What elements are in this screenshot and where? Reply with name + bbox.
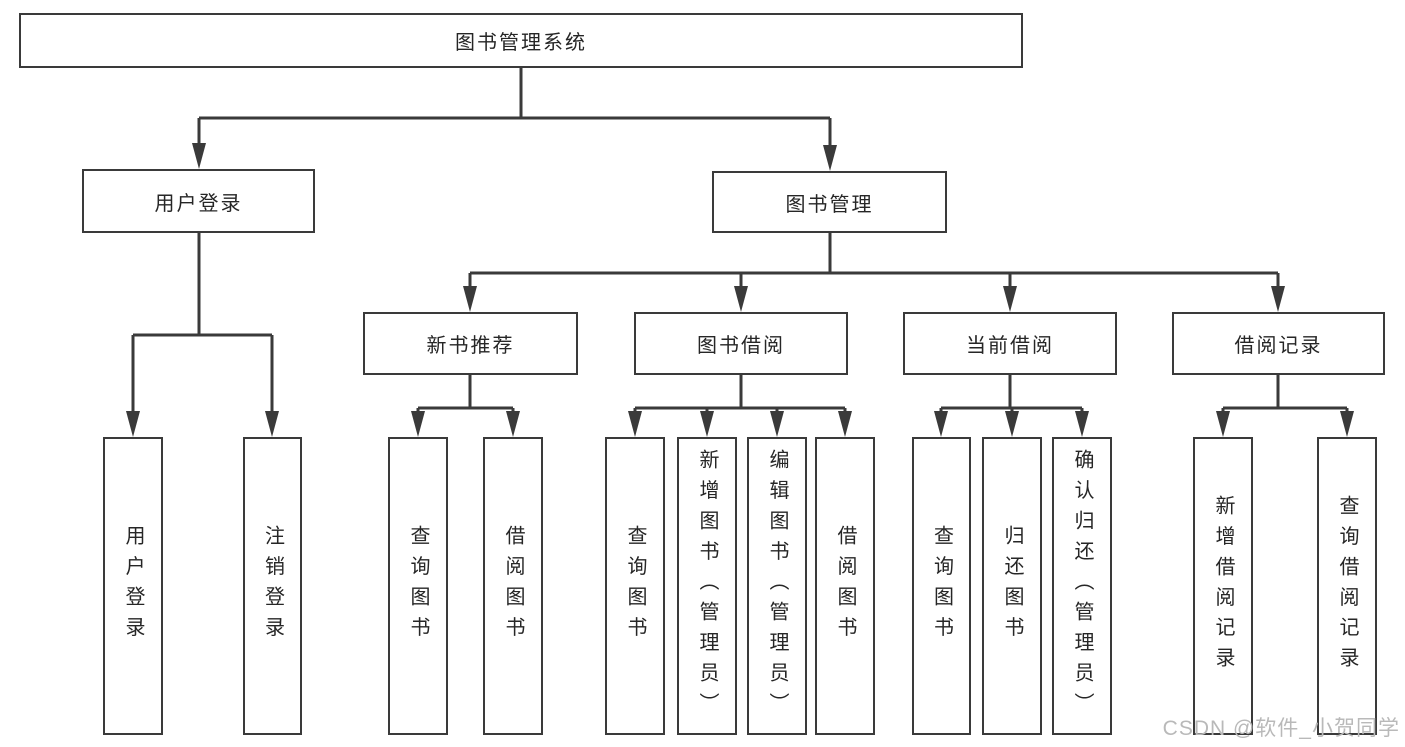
- node-user-login: 用户登录: [82, 169, 315, 233]
- leaf-query-books-2-label: 查询图书: [624, 525, 646, 647]
- node-new-book-recommend: 新书推荐: [363, 312, 578, 375]
- arrowhead: [734, 286, 748, 312]
- arrowhead: [934, 411, 948, 437]
- arrowhead: [838, 411, 852, 437]
- node-book-borrow-label: 图书借阅: [697, 335, 785, 357]
- leaf-query-borrow-record: 查询借阅记录: [1317, 437, 1377, 735]
- arrowhead: [1075, 411, 1089, 437]
- leaf-confirm-return-admin: 确认归还（管理员）: [1052, 437, 1112, 735]
- leaf-return-books-label: 归还图书: [1001, 525, 1023, 647]
- node-borrow-records-label: 借阅记录: [1234, 335, 1323, 357]
- leaf-query-books-3-label: 查询图书: [930, 525, 953, 647]
- leaf-query-books-3: 查询图书: [912, 437, 971, 735]
- leaf-edit-books-admin-label: 编辑图书（管理员）: [766, 449, 788, 723]
- arrowhead: [411, 411, 425, 437]
- arrowhead: [1271, 286, 1285, 312]
- arrowhead: [823, 145, 837, 171]
- leaf-borrow-books-1-label: 借阅图书: [502, 525, 524, 647]
- leaf-add-books-admin: 新增图书（管理员）: [677, 437, 737, 735]
- leaf-return-books: 归还图书: [982, 437, 1042, 735]
- node-current-borrow-label: 当前借阅: [966, 335, 1054, 357]
- node-book-borrow: 图书借阅: [634, 312, 848, 375]
- node-root: 图书管理系统: [19, 13, 1023, 68]
- leaf-logout-label: 注销登录: [261, 525, 284, 647]
- leaf-user-login: 用户登录: [103, 437, 163, 735]
- leaf-borrow-books-2: 借阅图书: [815, 437, 875, 735]
- node-book-management: 图书管理: [712, 171, 947, 233]
- leaf-confirm-return-admin-label: 确认归还（管理员）: [1071, 449, 1093, 723]
- watermark: CSDN @软件_小贺同学: [1162, 717, 1400, 740]
- arrowhead: [1216, 411, 1230, 437]
- leaf-borrow-books-1: 借阅图书: [483, 437, 543, 735]
- arrowhead: [192, 143, 206, 169]
- leaf-query-books-1: 查询图书: [388, 437, 448, 735]
- node-user-login-label: 用户登录: [154, 192, 243, 215]
- arrowhead: [1340, 411, 1354, 437]
- leaf-add-books-admin-label: 新增图书（管理员）: [696, 449, 718, 723]
- leaf-query-books-2: 查询图书: [605, 437, 665, 735]
- arrowhead: [700, 411, 714, 437]
- leaf-logout: 注销登录: [243, 437, 302, 735]
- leaf-add-borrow-record-label: 新增借阅记录: [1212, 494, 1234, 678]
- leaf-query-books-1-label: 查询图书: [407, 525, 429, 647]
- node-book-management-label: 图书管理: [785, 193, 874, 216]
- node-current-borrow: 当前借阅: [903, 312, 1117, 375]
- leaf-add-borrow-record: 新增借阅记录: [1193, 437, 1253, 735]
- arrowhead: [1005, 411, 1019, 437]
- arrowhead: [265, 411, 279, 437]
- leaf-borrow-books-2-label: 借阅图书: [834, 525, 856, 647]
- leaf-user-login-label: 用户登录: [122, 525, 144, 647]
- arrowhead: [506, 411, 520, 437]
- arrowhead: [628, 411, 642, 437]
- node-borrow-records: 借阅记录: [1172, 312, 1385, 375]
- arrowhead: [1003, 286, 1017, 312]
- leaf-query-borrow-record-label: 查询借阅记录: [1336, 494, 1358, 678]
- arrowhead: [463, 286, 477, 312]
- leaf-edit-books-admin: 编辑图书（管理员）: [747, 437, 807, 735]
- arrowhead: [770, 411, 784, 437]
- node-new-book-recommend-label: 新书推荐: [426, 335, 515, 357]
- arrowhead: [126, 411, 140, 437]
- node-root-label: 图书管理系统: [455, 32, 587, 54]
